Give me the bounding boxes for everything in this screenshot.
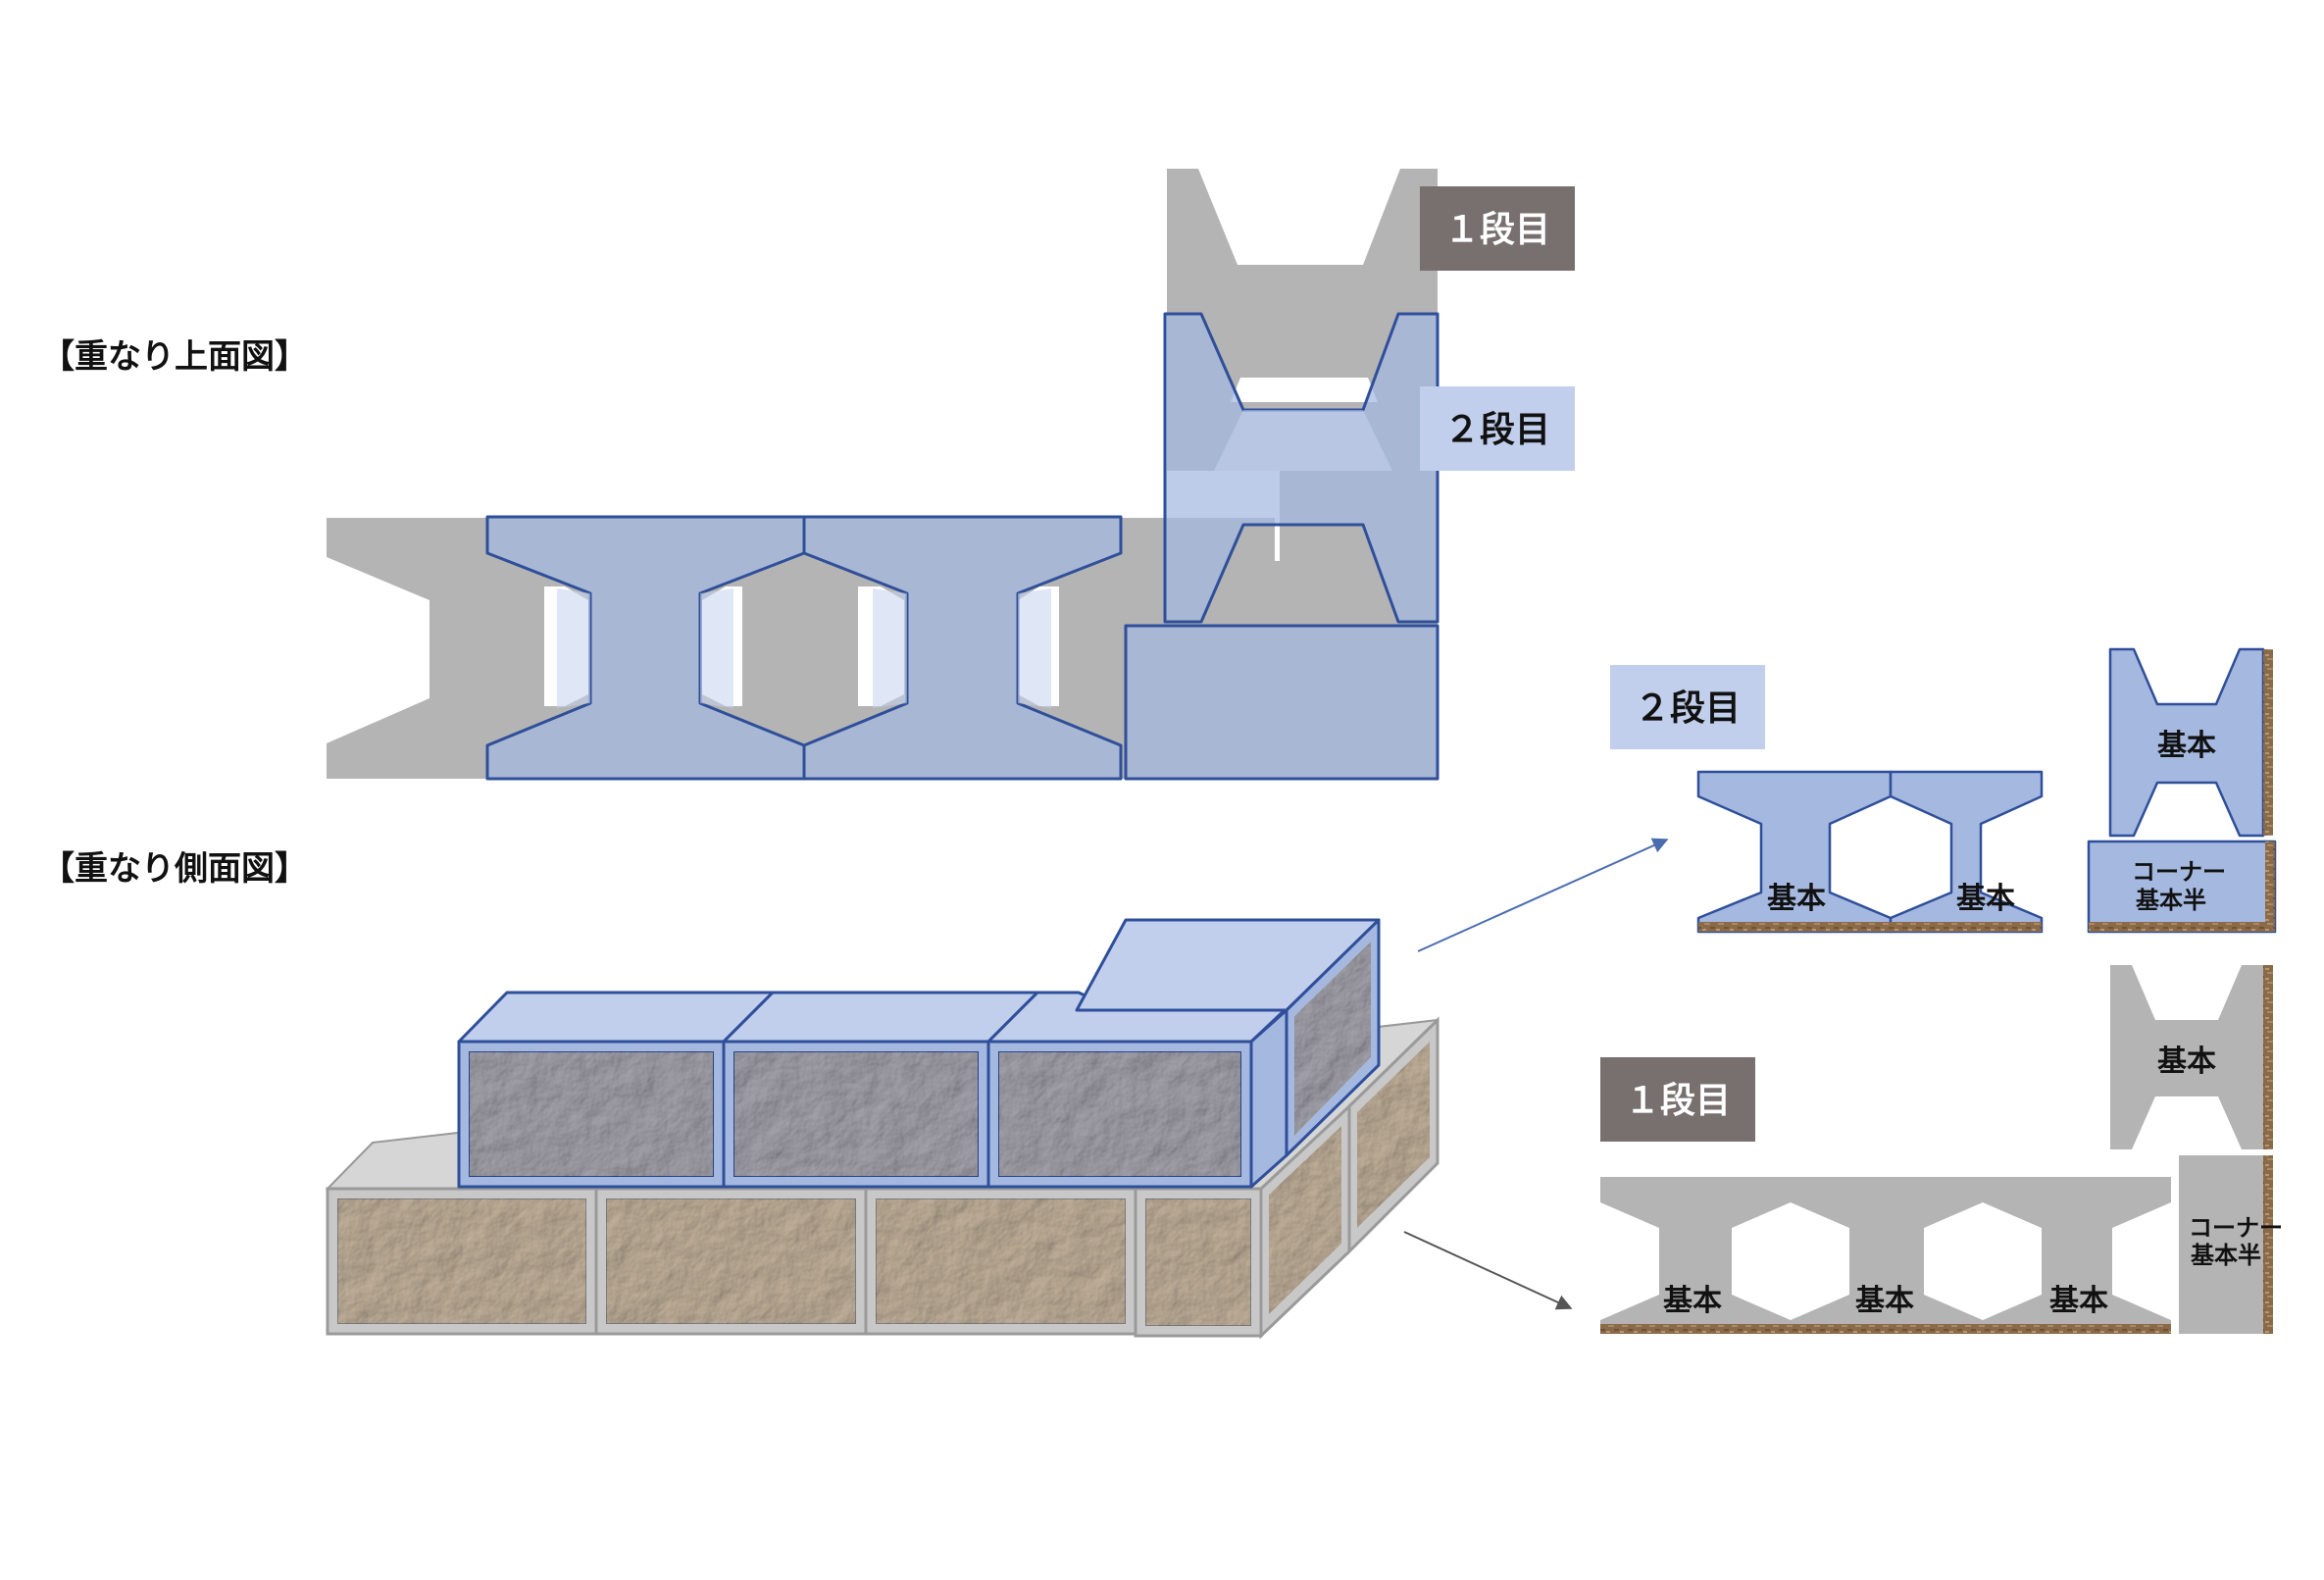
tier2-tag-top: ２段目 (1420, 386, 1575, 471)
tier2-tag-panel: ２段目 (1610, 665, 1765, 749)
top-view-tier2-highlights (557, 410, 1392, 708)
tier1-front-faces (326, 1187, 1263, 1338)
tier1-part-basic-3 (1983, 1177, 2171, 1334)
tier2-basic-label-1: 基本 (1767, 882, 1826, 916)
tier2-corner-half (1124, 624, 1440, 781)
side-view-wall (325, 918, 1440, 1340)
tier1-hole (1231, 378, 1378, 402)
tier2-pointer-arrow (1417, 838, 1669, 952)
tier1-part-basic-1 (1600, 1177, 1791, 1334)
top-view-heading: 【重なり上面図】 (41, 337, 308, 377)
tier1-panel-tag-bg (1600, 1057, 1755, 1142)
tier1-part-upright (2110, 965, 2263, 1149)
tier2-wood-strips (1698, 649, 2275, 932)
tier1-basic-label-2: 基本 (1855, 1284, 1914, 1318)
tier2-part-labels: 基本 基本 基本 コーナー 基本半 (1767, 729, 2226, 916)
tier2-upright-label: 基本 (2157, 729, 2216, 763)
tier2-tag-bg (1420, 386, 1575, 471)
tier1-corner-label-line2: 基本半 (2191, 1242, 2261, 1269)
tier1-corner-label-line1: コーナー (2189, 1214, 2283, 1242)
tier1-panel-tag-text: １段目 (1625, 1081, 1731, 1121)
tier1-part-labels: 基本 基本 基本 基本 コーナー 基本半 (1663, 1045, 2283, 1318)
tier1-part-corner-half (2179, 1155, 2273, 1334)
tier2-blocks-3d (457, 918, 1381, 1189)
tier1-part-basic-2 (1791, 1177, 1983, 1334)
tier1-pointer-arrow (1403, 1231, 1573, 1310)
tier1-tag-panel: １段目 (1600, 1057, 1755, 1142)
tier2-panel-tag-bg (1610, 665, 1765, 749)
tier1-parts (1600, 965, 2273, 1334)
tier1-wood-strips (1600, 965, 2273, 1334)
tier2-part-corner-half (2087, 840, 2277, 934)
tier2-tag-text: ２段目 (1444, 410, 1550, 450)
tier2-parts (1696, 647, 2277, 934)
side-view-heading: 【重なり側面図】 (41, 849, 308, 889)
tier2-basic-label-2: 基本 (1956, 882, 2015, 916)
tier1-basic-label-1: 基本 (1663, 1284, 1722, 1318)
tier1-upright-label: 基本 (2157, 1045, 2216, 1079)
top-view-tier2 (485, 312, 1440, 781)
tier1-tag-bg (1420, 186, 1575, 271)
tier2-corner-label-line1: コーナー (2132, 858, 2226, 886)
tier1-basic-label-3: 基本 (2049, 1284, 2108, 1318)
tier1-side-faces (1259, 1016, 1440, 1340)
tier1-tag-top: １段目 (1420, 186, 1575, 271)
tier2-corner-label-line2: 基本半 (2136, 887, 2206, 914)
tier2-panel-tag-text: ２段目 (1635, 688, 1741, 729)
tier1-tag-text: １段目 (1444, 210, 1550, 250)
